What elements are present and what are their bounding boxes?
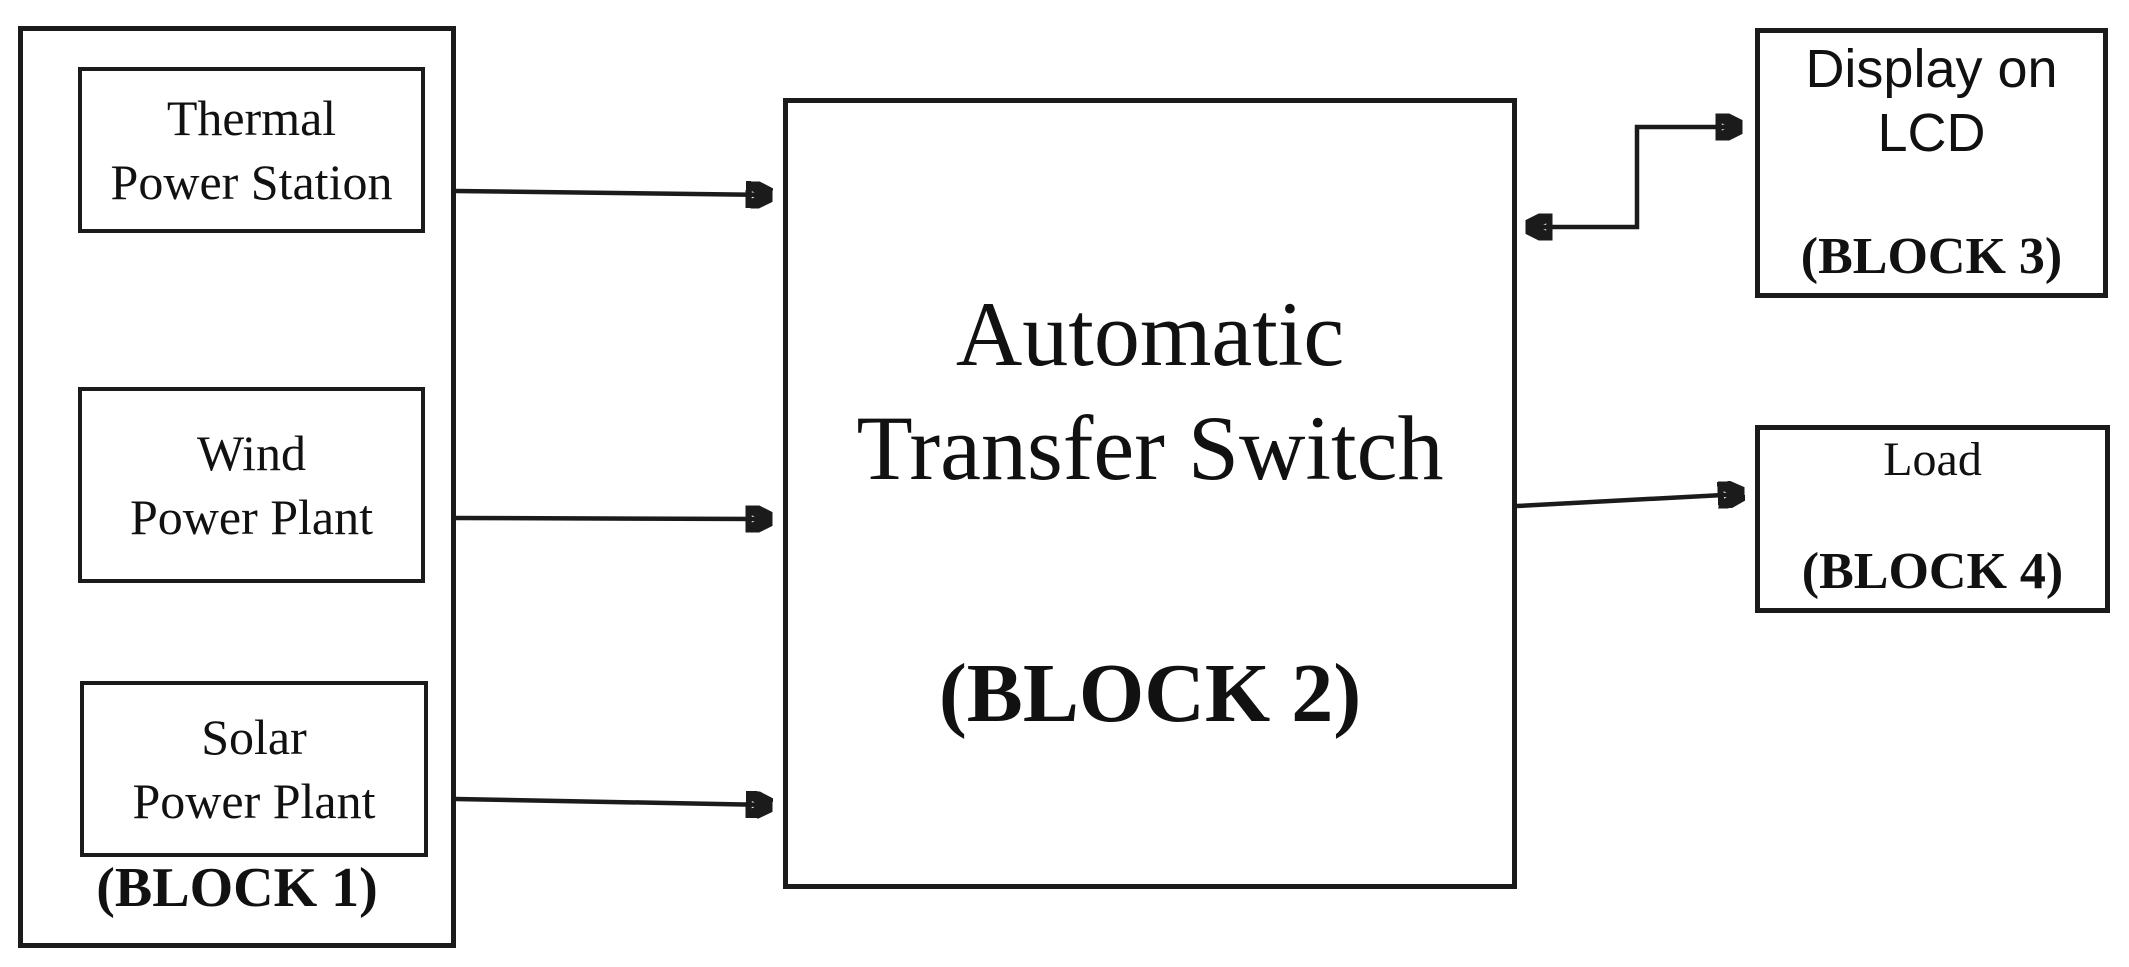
thermal-power-station-label: Thermal Power Station <box>111 86 393 214</box>
block2-tag: (BLOCK 2) <box>938 647 1362 740</box>
label-line: Power Station <box>110 154 393 210</box>
connector-ats-lcd-bidirectional <box>1528 127 1740 227</box>
load-box: Load (BLOCK 4) <box>1755 425 2110 613</box>
title-line: Automatic <box>955 283 1345 385</box>
display-on-lcd-box: Display on LCD (BLOCK 3) <box>1755 28 2108 298</box>
label-line: Power Plant <box>129 489 374 545</box>
display-on-lcd-title: Display on LCD <box>1805 37 2057 165</box>
label-line: Wind <box>196 425 307 481</box>
label-line: Thermal <box>166 90 337 146</box>
solar-power-plant-label: Solar Power Plant <box>132 705 375 833</box>
block4-tag: (BLOCK 4) <box>1801 543 2064 600</box>
wind-power-plant-box: Wind Power Plant <box>78 387 425 583</box>
arrow-wind-to-ats <box>454 518 770 519</box>
automatic-transfer-switch-box: Automatic Transfer Switch (BLOCK 2) <box>783 98 1517 889</box>
load-title: Load <box>1883 433 1982 486</box>
title-line: Transfer Switch <box>856 397 1444 499</box>
title-line: LCD <box>1877 103 1986 163</box>
title-line: Display on <box>1805 39 2058 99</box>
arrow-thermal-to-ats <box>455 191 770 195</box>
block1-tag: (BLOCK 1) <box>96 857 378 919</box>
thermal-power-station-box: Thermal Power Station <box>78 67 425 233</box>
solar-power-plant-box: Solar Power Plant <box>80 681 428 857</box>
wind-power-plant-label: Wind Power Plant <box>130 421 373 549</box>
block3-tag: (BLOCK 3) <box>1800 228 2063 285</box>
arrow-solar-to-ats <box>455 799 770 805</box>
label-line: Power Plant <box>132 773 376 829</box>
automatic-transfer-switch-title: Automatic Transfer Switch <box>788 277 1512 505</box>
arrow-ats-to-load <box>1516 494 1742 506</box>
block1-sources-container: Thermal Power Station Wind Power Plant S… <box>18 26 456 948</box>
label-line: Solar <box>201 709 307 765</box>
